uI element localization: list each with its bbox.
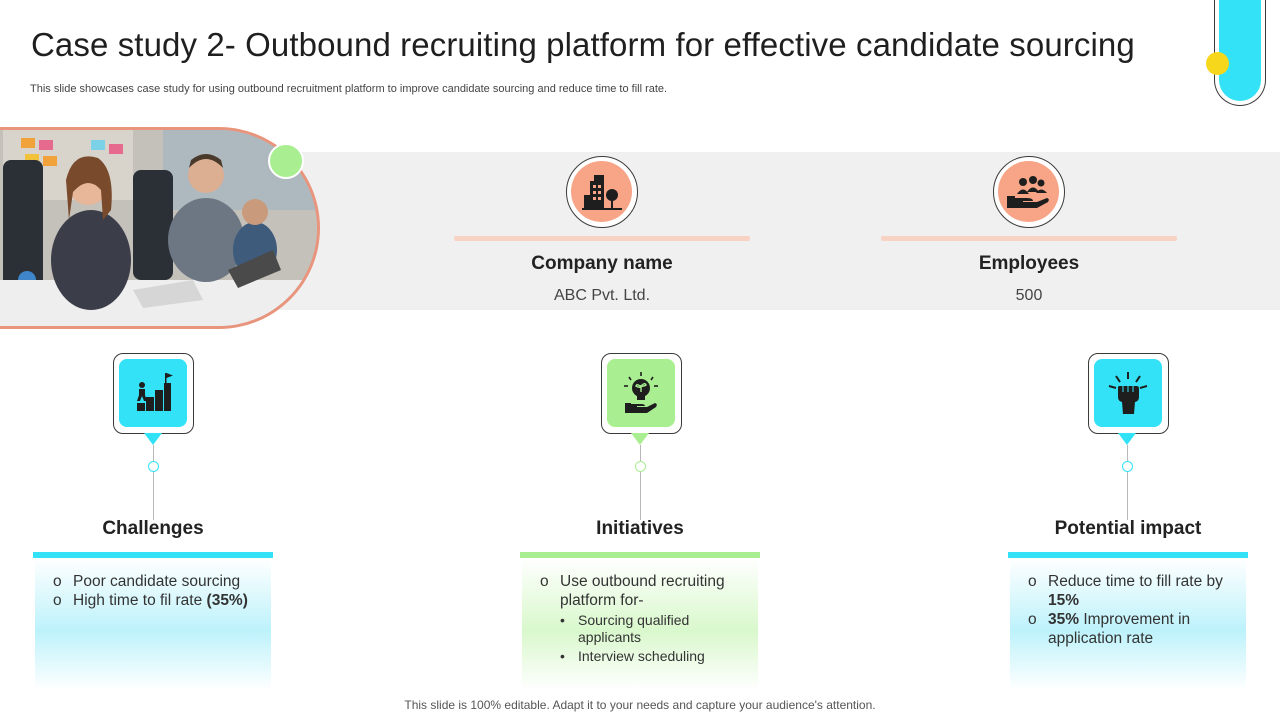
impact-icon-card bbox=[1088, 353, 1169, 434]
team-photo bbox=[0, 130, 317, 326]
initiatives-label: Initiatives bbox=[596, 518, 684, 539]
initiatives-subitem: •Interview scheduling bbox=[560, 648, 705, 664]
company-label: Company name bbox=[531, 253, 673, 274]
challenges-icon-card bbox=[113, 353, 194, 434]
employees-label: Employees bbox=[978, 253, 1080, 274]
impact-ring bbox=[1122, 461, 1133, 472]
footer-note: This slide is 100% editable. Adapt it to… bbox=[404, 698, 876, 712]
initiatives-ring bbox=[635, 461, 646, 472]
challenges-connector bbox=[153, 445, 154, 520]
yellow-dot-decoration bbox=[1206, 52, 1229, 75]
building-icon bbox=[566, 156, 638, 228]
challenges-label: Challenges bbox=[102, 518, 204, 539]
employees-value: 500 bbox=[1015, 287, 1043, 304]
challenges-ring bbox=[148, 461, 159, 472]
initiatives-subitem: •Sourcing qualified applicants bbox=[560, 612, 690, 645]
company-divider bbox=[454, 236, 750, 241]
impact-label: Potential impact bbox=[1054, 518, 1202, 539]
impact-connector bbox=[1127, 445, 1128, 520]
initiatives-connector bbox=[640, 445, 641, 520]
green-dot-decoration bbox=[268, 143, 304, 179]
stairs-flag-icon bbox=[119, 359, 187, 427]
initiatives-bar bbox=[520, 552, 760, 558]
employees-divider bbox=[881, 236, 1177, 241]
initiatives-icon-card bbox=[601, 353, 682, 434]
impact-pointer bbox=[1118, 433, 1136, 445]
team-photo-frame bbox=[0, 127, 320, 329]
company-info: Company name ABC Pvt. Ltd. bbox=[452, 156, 752, 305]
challenges-bar bbox=[33, 552, 273, 558]
hand-people-icon bbox=[993, 156, 1065, 228]
slide-subtitle: This slide showcases case study for usin… bbox=[30, 83, 668, 95]
initiatives-pointer bbox=[631, 433, 649, 445]
challenges-pointer bbox=[144, 433, 162, 445]
company-value: ABC Pvt. Ltd. bbox=[553, 287, 651, 304]
employees-info: Employees 500 bbox=[879, 156, 1179, 305]
bulb-hand-icon bbox=[607, 359, 675, 427]
impact-bar bbox=[1008, 552, 1248, 558]
fist-burst-icon bbox=[1094, 359, 1162, 427]
slide-title: Case study 2- Outbound recruiting platfo… bbox=[31, 26, 1135, 63]
